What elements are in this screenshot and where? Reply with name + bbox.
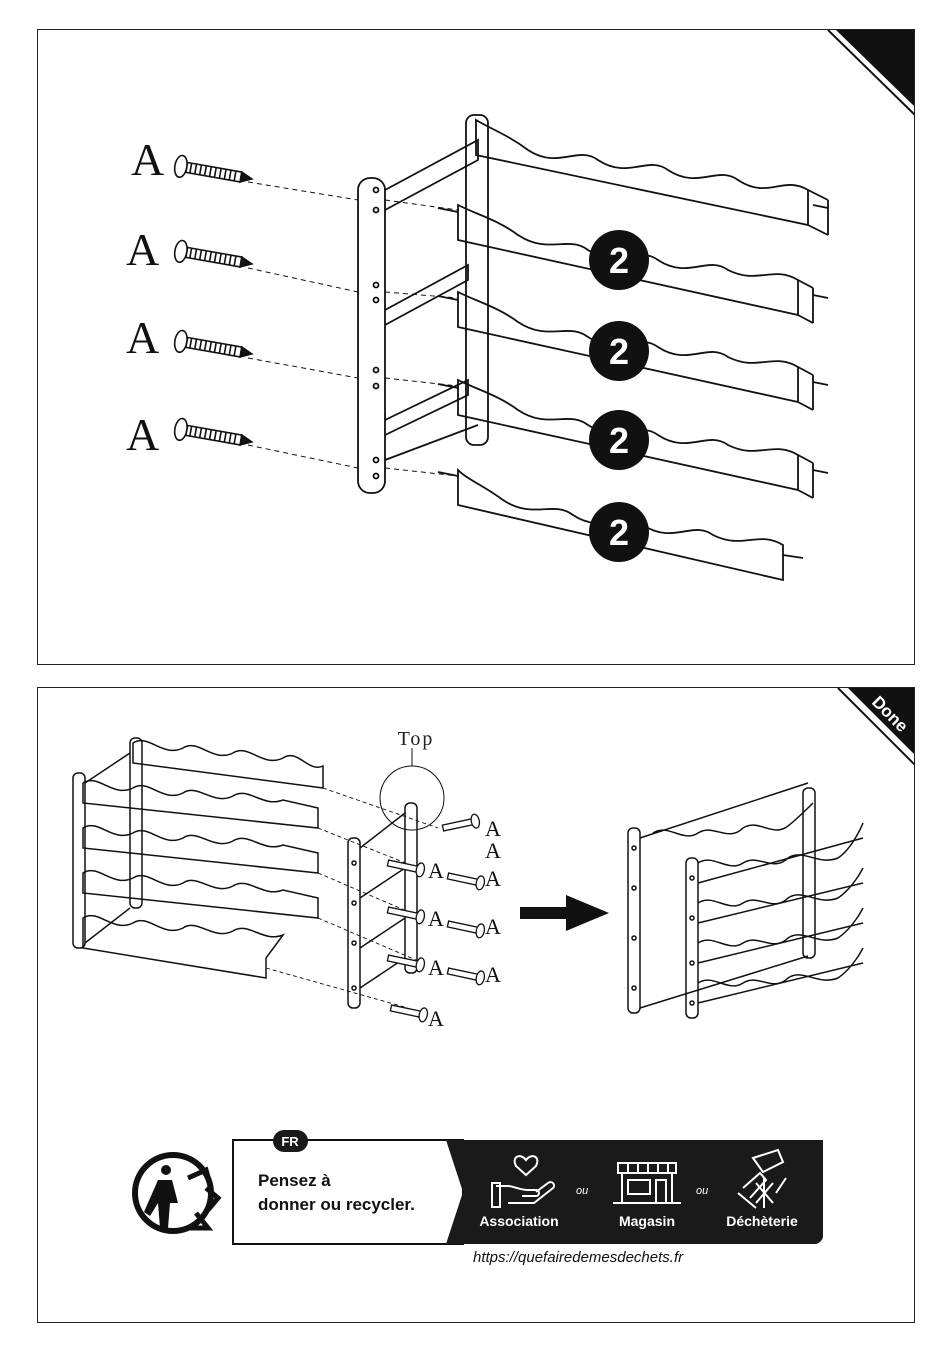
side-frame	[358, 115, 488, 493]
screw-label: A	[485, 838, 501, 863]
screw-label: A	[485, 866, 501, 891]
screw-label: A	[131, 134, 164, 185]
svg-text:2: 2	[609, 240, 629, 281]
screw-2	[173, 240, 254, 275]
top-label: Top	[398, 728, 435, 750]
screw-label: A	[126, 312, 159, 363]
screw-label: A	[126, 409, 159, 460]
screw-label: A	[485, 914, 501, 939]
option-association: Association	[479, 1213, 558, 1229]
screw-1	[173, 155, 254, 190]
step-badge: 2	[589, 230, 649, 290]
screw-small	[387, 903, 426, 924]
screw-small	[447, 964, 486, 985]
step-diagram: A A A A 2 2 2 2	[38, 30, 915, 665]
step-badge: 2	[589, 321, 649, 381]
svg-text:FR: FR	[281, 1134, 299, 1149]
screw-label: A	[428, 1006, 444, 1031]
recycle-banner: FR Pensez à donner ou recycler. ou ou	[135, 1130, 823, 1266]
step-badge: 2	[589, 410, 649, 470]
screw-label: A	[428, 858, 444, 883]
screw-4	[173, 418, 254, 453]
option-decheterie: Déchèterie	[726, 1213, 798, 1229]
corner-marker	[836, 30, 915, 108]
screw-small	[447, 917, 486, 938]
option-magasin: Magasin	[619, 1213, 675, 1229]
step-badge: 2	[589, 502, 649, 562]
top-callout: Top	[380, 728, 444, 830]
done-diagram: Done Top	[38, 688, 915, 1323]
banner-url: https://quefairedemesdechets.fr	[473, 1249, 684, 1266]
svg-text:2: 2	[609, 420, 629, 461]
svg-text:2: 2	[609, 331, 629, 372]
screw-3	[173, 330, 254, 365]
screw-label: A	[428, 955, 444, 980]
screw-small	[387, 951, 426, 972]
lang-badge: FR	[273, 1130, 308, 1152]
screws	[173, 155, 254, 453]
screw-small	[387, 856, 426, 877]
screw-label: A	[126, 224, 159, 275]
step-panel: A A A A 2 2 2 2	[37, 29, 915, 665]
banner-message-line2: donner ou recycler.	[258, 1195, 415, 1214]
screw-small	[442, 813, 481, 834]
triman-logo	[135, 1155, 218, 1231]
screw-label: A	[428, 906, 444, 931]
done-corner: Done	[838, 688, 915, 766]
svg-text:2: 2	[609, 512, 629, 553]
screw-label: A	[485, 962, 501, 987]
banner-message-line1: Pensez à	[258, 1171, 331, 1190]
done-panel: Done Top	[37, 687, 915, 1323]
separator: ou	[696, 1185, 708, 1197]
separator: ou	[576, 1185, 588, 1197]
exploded-rack	[73, 738, 417, 1008]
arrow-right-icon	[520, 895, 609, 931]
assembled-rack	[628, 783, 863, 1018]
screw-small	[447, 869, 486, 890]
